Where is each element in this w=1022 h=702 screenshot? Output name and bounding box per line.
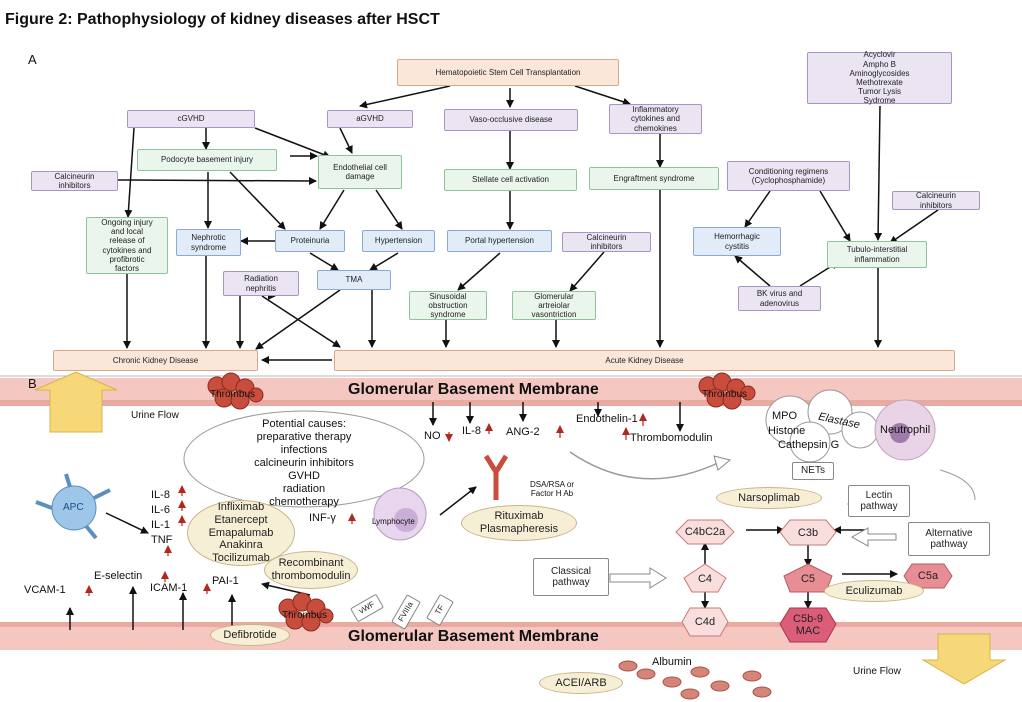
icam1-label: ICAM-1	[150, 582, 188, 594]
no-label: NO	[424, 430, 441, 442]
defibrotide-ellipse: Defibrotide	[210, 624, 290, 646]
thrombus-bottom	[278, 592, 334, 632]
albumin-particles	[618, 660, 772, 700]
urine-flow-label-2: Urine Flow	[853, 666, 901, 677]
rituximab-ellipse: Rituximab Plasmapheresis	[461, 505, 577, 541]
thrombus-top-left	[207, 372, 264, 410]
potential-causes-text: Potential causes: preparative therapy in…	[254, 418, 354, 508]
c3b-label: C3b	[797, 526, 819, 539]
inflammatory-box: Inflammatory cytokines and chemokines	[609, 104, 702, 134]
urine-flow-up-arrow	[34, 371, 118, 433]
vod-box: Vaso-occlusive disease	[444, 109, 578, 131]
tubulo-box: Tubulo-interstitial inflammation	[827, 241, 927, 268]
radiation-box: Radiation nephritis	[223, 271, 299, 296]
panel-a-label: A	[28, 52, 37, 67]
proteinuria-box: Proteinuria	[275, 230, 345, 252]
ongoing-injury-box: Ongoing injury and local release of cyto…	[86, 217, 168, 274]
c4b2a-label: C4bC2a	[684, 526, 726, 538]
narsoplimab-ellipse: Narsoplimab	[716, 487, 822, 509]
c5a-shape	[903, 563, 953, 589]
glomerular-box: Glomerular artreiolar vasontriction	[512, 291, 596, 320]
figure-title: Figure 2: Pathophysiology of kidney dise…	[5, 11, 440, 28]
vcam1-label: VCAM-1	[24, 584, 66, 596]
agvhd-box: aGVHD	[327, 110, 413, 128]
hypertension-box: Hypertension	[362, 230, 435, 252]
ang2-label: ANG-2	[506, 426, 540, 438]
causes-ellipse	[183, 410, 425, 508]
biologics-ellipse: Infliximab Etanercept Emapalumab Anakinr…	[187, 500, 295, 566]
sos-box: Sinusoidal obstruction syndrome	[409, 291, 487, 320]
recombinant-tm-ellipse: Recombinant thrombomodulin	[264, 551, 358, 589]
cathepsin-label: Cathepsin G	[778, 439, 840, 451]
c4-label: C4	[697, 573, 713, 585]
lectin-box: Lectin pathway	[848, 485, 910, 517]
panel-b-label: B	[28, 376, 37, 391]
hemorrhagic-box: Hemorrhagic cystitis	[693, 227, 781, 256]
endothelin-label: Endothelin-1	[576, 413, 638, 425]
infg-label: INF-γ	[309, 512, 336, 524]
classical-arrow	[609, 567, 667, 589]
aki-box: Acute Kidney Disease	[334, 350, 955, 371]
nets-flow-arrow	[713, 455, 732, 471]
c5b9-label: C5b-9 MAC	[793, 612, 823, 637]
pai1-label: PAI-1	[212, 575, 239, 587]
engraftment-box: Engraftment syndrome	[589, 167, 719, 190]
thrombus-label-2: Thrombus	[702, 389, 748, 400]
calcineurin-box-1: Calcineurin inhibitors	[31, 171, 118, 191]
portal-hypertension-box: Portal hypertension	[447, 230, 552, 252]
gbm-bottom-label: Glomerular Basement Membrane	[348, 628, 599, 645]
alternative-box: Alternative pathway	[908, 522, 990, 556]
lymphocyte-label: Lymphocyte	[372, 517, 415, 526]
thrombus-top-right	[698, 372, 756, 410]
conditioning-box: Conditioning regimens (Cyclophosphamide)	[727, 161, 850, 191]
alt-arrow	[850, 527, 897, 547]
nephrotic-box: Nephrotic syndrome	[176, 229, 241, 256]
endothelial-box: Endothelial cell damage	[318, 155, 402, 189]
drugs-box: Acyclovir Ampho B Aminoglycosides Methot…	[807, 50, 952, 105]
calcineurin-box-3: Calcineurin inhibitors	[562, 232, 651, 252]
eselectin-label: E-selectin	[94, 570, 143, 582]
cytokines-list: IL-8 IL-6 IL-1 TNF	[151, 489, 173, 546]
urine-flow-down-arrow	[921, 633, 1007, 685]
neutrophil-cloud	[765, 389, 879, 463]
c4-shape	[683, 563, 727, 593]
nets-box: NETs	[792, 462, 834, 480]
thrombomodulin-label: Thrombomodulin	[630, 432, 713, 444]
histone-label: Histone	[768, 425, 806, 437]
albumin-label: Albumin	[652, 656, 692, 668]
c5-shape	[783, 563, 833, 593]
c3b-shape	[779, 519, 837, 546]
antibody-icon	[483, 454, 509, 500]
gbm-top-label: Glomerular Basement Membrane	[348, 381, 599, 398]
dsa-label: DSA/RSA or Factor H Ab	[530, 480, 575, 498]
stellate-box: Stellate cell activation	[444, 169, 577, 191]
apc-cell	[35, 473, 111, 540]
apc-label: APC	[63, 502, 84, 513]
ckd-box: Chronic Kidney Disease	[53, 350, 258, 371]
neutrophil-label: Neutrophil	[880, 424, 931, 436]
mpo-label: MPO	[772, 410, 798, 422]
c4b2a-shape	[675, 519, 735, 545]
podocyte-box: Podocyte basement injury	[137, 149, 277, 171]
calcineurin-box-2: Calcineurin inhibitors	[892, 191, 980, 210]
c5a-label: C5a	[917, 570, 939, 582]
urine-flow-label-1: Urine Flow	[131, 410, 179, 421]
c4d-shape	[681, 607, 729, 637]
thrombus-label-3: Thrombus	[282, 610, 328, 621]
thrombus-label-1: Thrombus	[210, 389, 256, 400]
eculizumab-ellipse: Eculizumab	[824, 580, 924, 602]
acei-ellipse: ACEI/ARB	[539, 672, 623, 694]
hsct-box: Hematopoietic Stem Cell Transplantation	[397, 59, 619, 86]
bk-virus-box: BK virus and adenovirus	[738, 286, 821, 311]
tma-box: TMA	[317, 270, 391, 290]
cgvhd-box: cGVHD	[127, 110, 255, 128]
il8-label: IL-8	[462, 425, 481, 437]
c4d-label: C4d	[694, 616, 716, 628]
classical-box: Classical pathway	[533, 558, 609, 596]
c5-label: C5	[800, 573, 816, 585]
c5b9-shape	[779, 607, 837, 643]
